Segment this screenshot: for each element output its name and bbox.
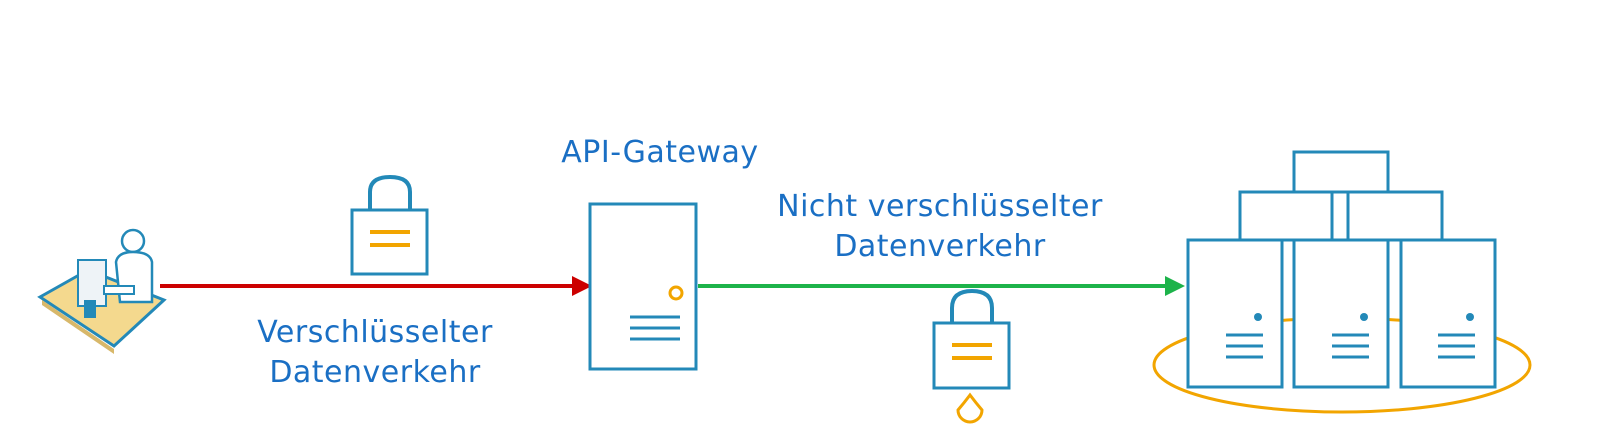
encrypted-label-line-2: Datenverkehr	[269, 355, 481, 390]
server-cluster-icon	[1152, 150, 1532, 414]
encrypted-label-line-1: Verschlüsselter	[257, 315, 493, 350]
closed-padlock-icon	[350, 174, 429, 276]
user-at-computer-icon	[37, 228, 167, 354]
unencrypted-label-line-1: Nicht verschlüsselter	[777, 189, 1103, 224]
unencrypted-traffic-arrow	[698, 276, 1185, 296]
gateway-label: API-Gateway	[561, 135, 759, 170]
unencrypted-traffic-label: Nicht verschlüsselter Datenverkehr	[755, 187, 1125, 267]
gateway-server-icon	[588, 202, 698, 371]
encrypted-traffic-arrow	[160, 276, 592, 296]
encrypted-traffic-label: Verschlüsselter Datenverkehr	[230, 313, 520, 393]
open-padlock-icon	[932, 288, 1011, 424]
unencrypted-label-line-2: Datenverkehr	[834, 229, 1046, 264]
